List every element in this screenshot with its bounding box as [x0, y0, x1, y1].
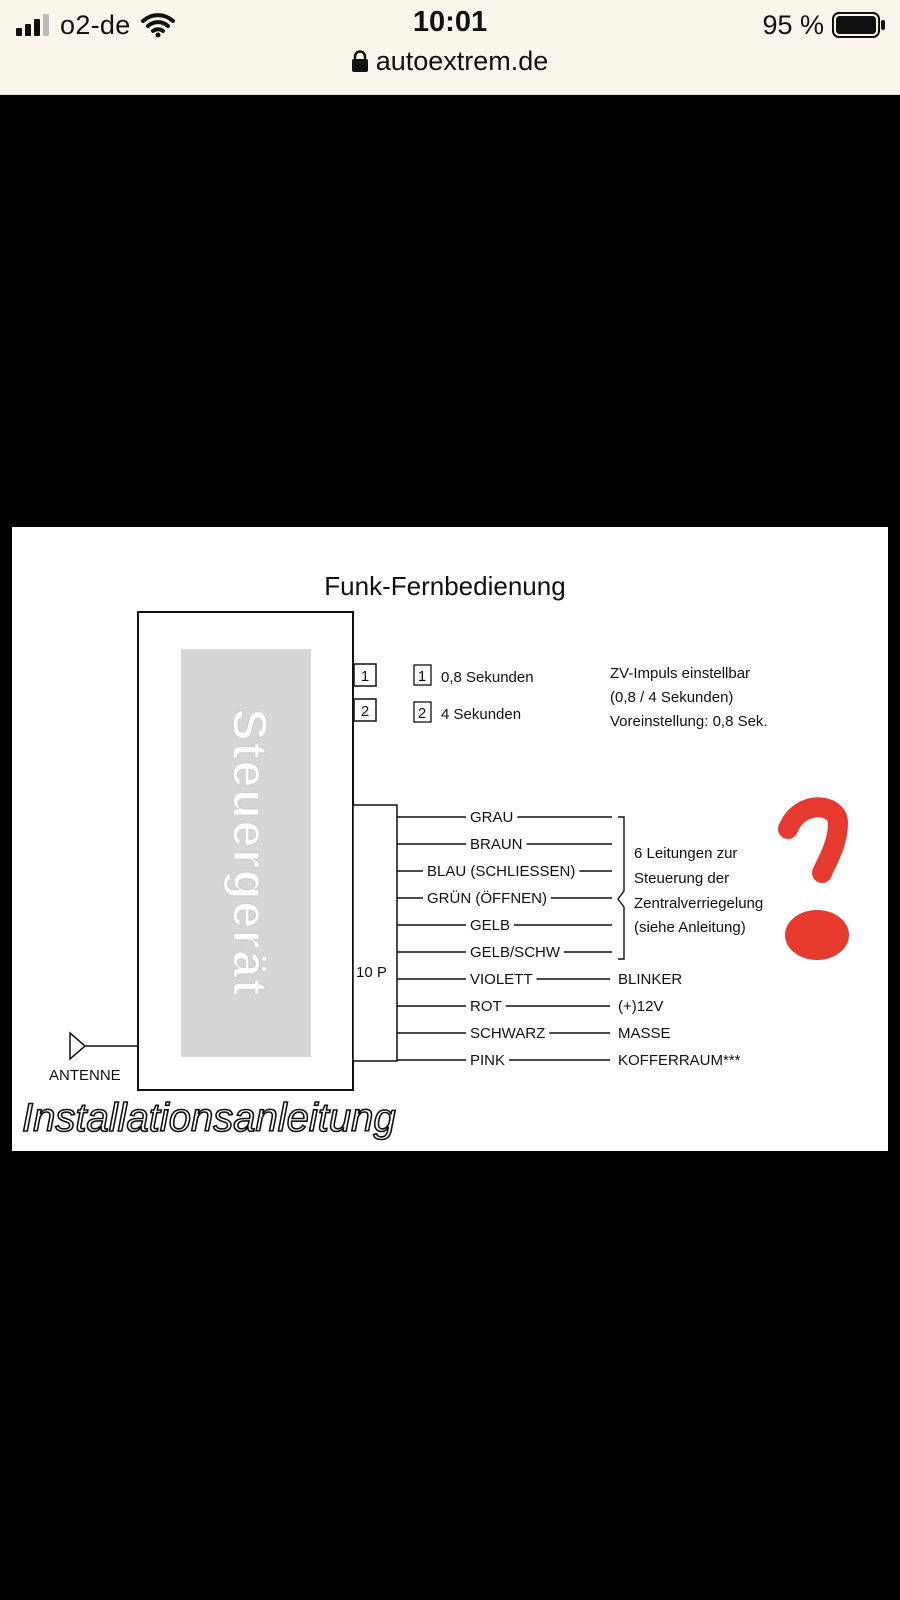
switch-legend-1-text: 0,8 Sekunden	[441, 669, 534, 686]
status-right: 95 %	[762, 8, 886, 42]
wiring-diagram-image: Funk-Fernbedienung Steuergerät 1 2 1 0,8…	[12, 527, 888, 1151]
wifi-icon	[140, 13, 175, 38]
antenna-symbol	[69, 1031, 138, 1061]
switch-legend-1-box	[413, 664, 432, 686]
wire-label-6: VIOLETT	[470, 971, 533, 988]
wire-label-8: SCHWARZ	[470, 1025, 545, 1042]
wire-bracket	[617, 816, 625, 960]
switch-box-2	[353, 698, 377, 722]
wire-label-9: PINK	[470, 1052, 505, 1069]
diagram-title: Funk-Fernbedienung	[324, 571, 565, 601]
status-bar: o2-de 10:01 95 % autoextrem.de	[0, 0, 900, 95]
wire-label-3: GRÜN (ÖFFNEN)	[427, 889, 547, 907]
battery-percent: 95 %	[762, 9, 824, 40]
wiring-diagram: Funk-Fernbedienung Steuergerät 1 2 1 0,8…	[21, 571, 849, 1141]
connector-label: 10 P	[356, 964, 387, 981]
switch-legend-1-num: 1	[418, 668, 426, 685]
wire-label-4: GELB	[470, 917, 510, 934]
battery-icon	[832, 12, 885, 38]
wire-label-7: ROT	[470, 998, 502, 1015]
address-bar[interactable]: autoextrem.de	[0, 46, 900, 77]
impulse-note-line-2: (0,8 / 4 Sekunden)	[610, 689, 733, 706]
signal-bars-icon	[16, 14, 49, 36]
wire-target-7: (+)12V	[618, 998, 663, 1015]
wire-label-0: GRAU	[470, 809, 513, 826]
wire-target-6: BLINKER	[618, 971, 682, 988]
switch-legend-2-box	[413, 701, 432, 723]
wire-target-9: KOFFERRAUM***	[618, 1052, 741, 1069]
lock-icon	[351, 50, 368, 72]
bracket-note-line-1: 6 Leitungen zur	[634, 845, 737, 862]
wire-label-5: GELB/SCHW	[470, 944, 561, 961]
antenna-label: ANTENNE	[49, 1067, 121, 1084]
wire-label-2: BLAU (SCHLIESSEN)	[427, 863, 575, 880]
url-text: autoextrem.de	[375, 46, 549, 76]
wire-label-1: BRAUN	[470, 836, 523, 853]
switch-box-1	[353, 663, 377, 687]
impulse-note-line-1: ZV-Impuls einstellbar	[610, 665, 750, 682]
control-unit-label: Steuergerät	[222, 709, 275, 998]
bracket-note-line-3: Zentralverriegelung	[634, 895, 763, 912]
watermark-text: Installationsanleitung	[22, 1096, 396, 1140]
switch-legend-2-text: 4 Sekunden	[441, 706, 521, 723]
status-left: o2-de	[16, 8, 175, 42]
switch-box-1-num: 1	[361, 668, 369, 685]
carrier-name: o2-de	[60, 9, 131, 40]
bracket-note-line-4: (siehe Anleitung)	[634, 919, 746, 936]
impulse-note-line-3: Voreinstellung: 0,8 Sek.	[610, 713, 768, 730]
switch-legend-2-num: 2	[418, 705, 426, 722]
bracket-note-line-2: Steuerung der	[634, 870, 729, 887]
switch-box-2-num: 2	[361, 703, 369, 720]
control-unit-label-panel	[181, 649, 311, 1057]
wire-target-8: MASSE	[618, 1025, 671, 1042]
wire-list: GRAU BRAUN BLAU (SCHLIESSEN) GRÜN (ÖFFNEN) G…	[397, 809, 741, 1069]
question-mark-annotation	[778, 797, 849, 960]
clock: 10:01	[412, 6, 488, 38]
connector-block	[352, 804, 398, 1062]
